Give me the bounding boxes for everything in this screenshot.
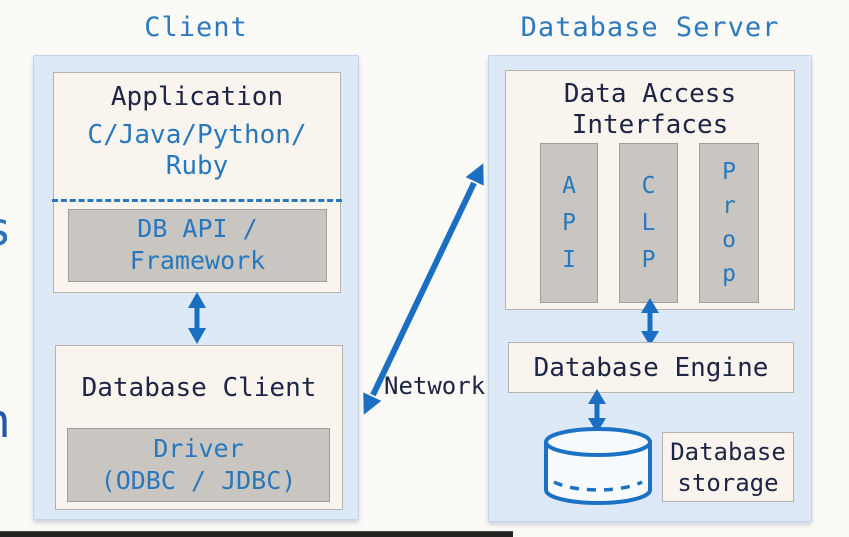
db-api-framework-box: DB API / Framework (68, 209, 327, 282)
pillar-api: API (540, 143, 598, 303)
pillar-clp: CLP (619, 143, 678, 303)
pillar-prop: Prop (699, 143, 759, 303)
pillar-prop-label: Prop (722, 159, 736, 287)
driver-line2: (ODBC / JDBC) (100, 466, 297, 495)
database-storage-line2: storage (677, 469, 779, 497)
database-client-panel: Database Client Driver (ODBC / JDBC) (55, 345, 343, 510)
server-lower-double-arrow-icon (588, 389, 606, 433)
application-languages-line1: C/Java/Python/ (87, 120, 307, 150)
application-panel: Application C/Java/Python/ Ruby DB API /… (52, 72, 342, 293)
database-server-title: Database Server (520, 12, 780, 43)
client-title: Client (144, 12, 248, 43)
server-upper-double-arrow-icon (641, 298, 659, 346)
cutoff-text-fragment-lower: n (0, 398, 11, 444)
database-engine-title: Database Engine (533, 353, 769, 383)
database-cylinder-icon (544, 427, 652, 505)
database-client-title: Database Client (81, 373, 317, 403)
network-double-arrow-icon (363, 163, 484, 415)
driver-line1: Driver (153, 434, 244, 463)
application-title: Application (110, 82, 284, 112)
data-access-interfaces-panel: Data Access Interfaces API CLP Prop (505, 70, 795, 310)
cutoff-text-fragment-upper: s (0, 206, 12, 252)
pillar-api-label: API (562, 172, 576, 273)
network-label: Network (384, 372, 486, 400)
application-languages-line2: Ruby (165, 151, 229, 181)
pillar-clp-label: CLP (641, 172, 656, 273)
data-access-title-line2: Interfaces (571, 110, 729, 140)
client-vertical-double-arrow-icon (188, 292, 206, 344)
database-engine-panel: Database Engine (508, 342, 794, 393)
data-access-title-line1: Data Access (563, 79, 737, 109)
database-storage-panel: Database storage (662, 432, 794, 502)
driver-box: Driver (ODBC / JDBC) (67, 428, 330, 502)
db-api-line1: DB API / (137, 214, 258, 243)
application-dashed-separator (52, 199, 342, 202)
database-storage-line1: Database (670, 438, 786, 466)
video-progress-bar[interactable] (0, 531, 513, 537)
db-api-line2: Framework (129, 246, 266, 275)
